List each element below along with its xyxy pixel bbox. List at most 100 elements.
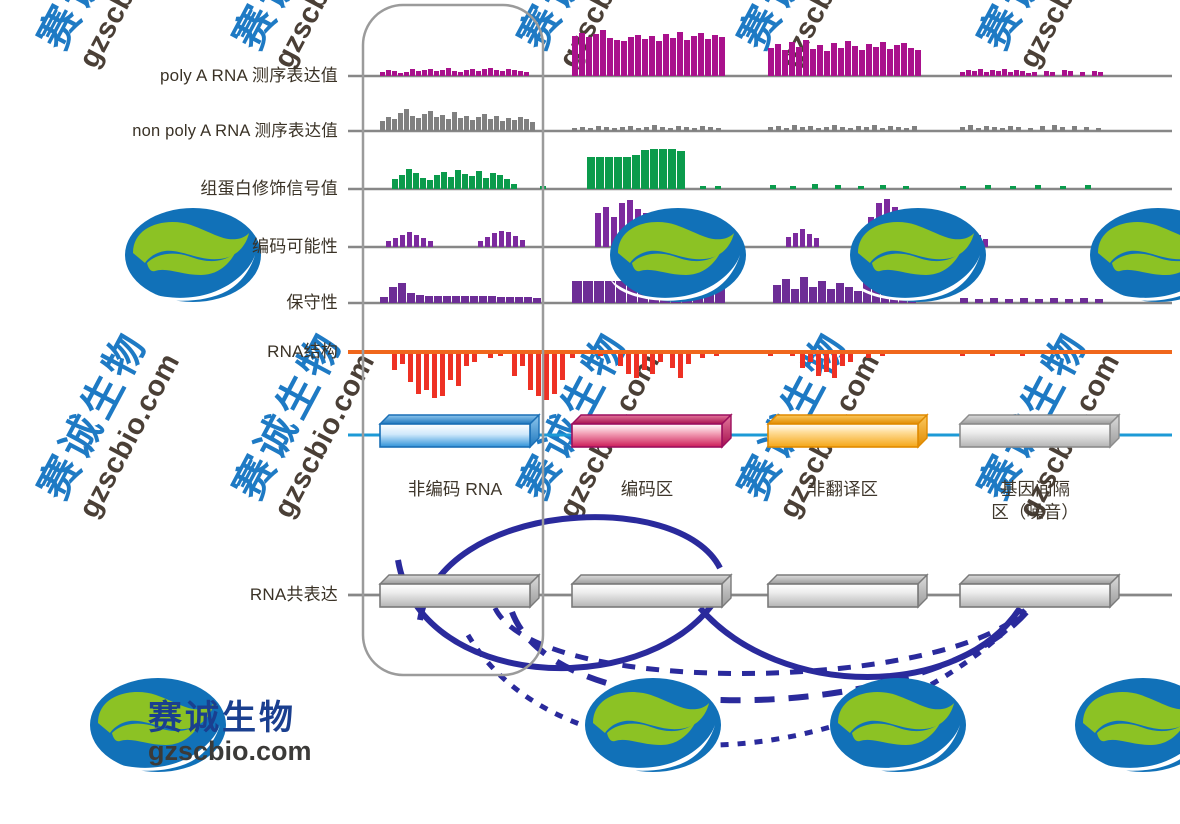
signal-bar [544,352,549,400]
signal-bar [904,128,909,131]
signal-bar [808,352,813,362]
signal-bar [888,126,893,131]
signal-bar [903,186,909,189]
signal-bar [960,127,965,131]
signal-bar [392,71,397,76]
signal-bar [1010,186,1016,189]
feature-caption-intergenic-line2: 区（噪音） [991,502,1079,522]
signal-bar [832,125,837,131]
signal-bar [472,352,477,362]
signal-bar [572,128,577,131]
signal-bar [800,127,805,131]
signal-bar [800,352,805,368]
signal-bar [859,50,865,76]
signal-bar [670,352,675,368]
signal-bar [1014,70,1019,76]
signal-bar [392,119,397,131]
signal-bar [398,283,406,303]
region-highlight-box[interactable] [361,3,545,677]
feature-box-utr[interactable] [766,413,929,449]
signal-bar [392,179,398,189]
signal-bar [1050,298,1058,303]
signal-bar [504,179,510,189]
signal-bar [676,126,681,131]
coexpression-boxes[interactable] [378,573,1121,609]
feature-box-front [959,583,1111,608]
signal-bar [790,186,796,189]
signal-bar [978,69,983,76]
coexpression-box-2[interactable] [766,573,929,609]
signal-bar [506,297,514,303]
signal-bar [1062,70,1067,76]
signal-bar [422,70,427,76]
signal-bar [1098,72,1103,76]
feature-box-front [379,583,531,608]
gene-feature-boxes[interactable] [378,413,1121,449]
coexpression-box-1[interactable] [570,573,733,609]
signal-bar [434,296,442,303]
highlight-rect[interactable] [361,3,545,677]
brand-name-cn: 赛诚生物 [148,699,296,737]
signal-bar [512,120,517,131]
signal-bar [628,37,634,76]
signal-bar [992,127,997,131]
feature-box-cds[interactable] [570,413,733,449]
signal-bar [866,352,871,358]
signal-bar [464,70,469,76]
brand-domain: gzscbio.com [148,736,312,766]
signal-bar [476,71,481,76]
signal-bar [824,127,829,131]
signal-bar [434,117,439,131]
signal-bar [966,70,971,76]
signal-bar [518,71,523,76]
coexpression-box-0[interactable] [378,573,541,609]
coexpression-box-3[interactable] [958,573,1121,609]
signal-bar [824,51,830,76]
signal-bar [424,352,429,390]
signal-bar [428,111,433,131]
signal-bar [520,240,525,247]
coexpression-arc-dash-big [509,606,1033,704]
signal-bar [452,296,460,303]
signal-bar [604,127,609,131]
signal-bar [614,157,622,189]
signal-bar [816,352,821,376]
signal-bar [812,184,818,189]
track-label-coding-potential: 编码可能性 [252,237,338,256]
signal-bar [708,127,713,131]
signal-bar [984,126,989,131]
signal-bar [1020,71,1025,76]
signal-bar [399,175,405,189]
signal-bar [494,70,499,76]
signal-bar [1005,299,1013,303]
signal-bar [469,176,475,189]
signal-bar [838,48,844,76]
signal-bar [440,70,445,76]
signal-bar [1096,128,1101,131]
signal-bar [485,237,490,247]
feature-box-ncrna[interactable] [378,413,541,449]
signal-bar [700,186,706,189]
signal-bar [715,186,721,189]
signal-bar [827,289,835,303]
signal-bar [800,277,808,303]
signal-bar [670,38,676,76]
signal-bar [572,36,578,76]
signal-bar [1040,126,1045,131]
signal-bar [642,39,648,76]
signal-bar [593,34,599,76]
signal-bar [908,48,914,76]
signal-bar [618,352,623,366]
signal-bar [960,186,966,189]
signal-bar [845,41,851,76]
signal-bar [692,128,697,131]
signal-bar [809,287,817,303]
feature-box-intergenic[interactable] [958,413,1121,449]
signal-bar [840,352,845,366]
signal-bar [398,73,403,76]
signal-bar [712,35,718,76]
signal-bar [770,185,776,189]
track-label-rna-structure: RNA结构 [267,342,338,361]
